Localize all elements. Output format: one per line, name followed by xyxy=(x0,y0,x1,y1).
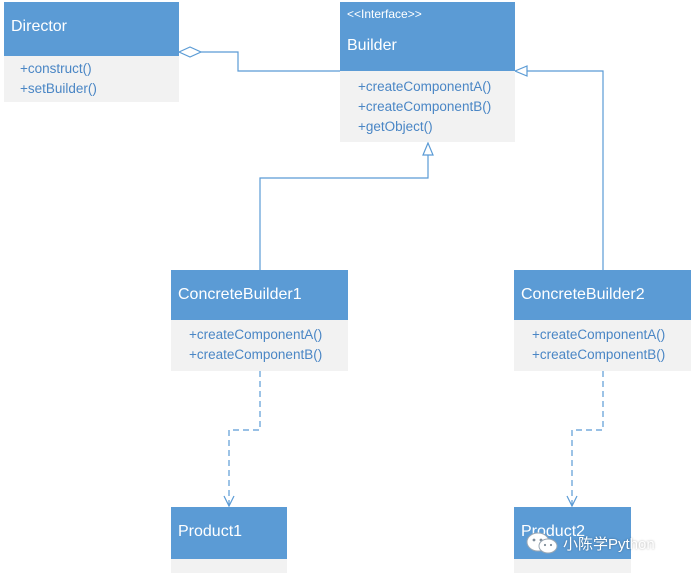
operation: +createComponentA() xyxy=(358,79,492,94)
class-builder[interactable]: <<Interface>> Builder +createComponentA(… xyxy=(340,2,515,142)
operation: +createComponentB() xyxy=(358,99,492,114)
class-operations xyxy=(514,559,631,573)
class-product1[interactable]: Product1 xyxy=(171,507,287,573)
class-name: Builder xyxy=(347,37,397,54)
watermark: 小陈学Python xyxy=(525,531,655,555)
class-header: Product1 xyxy=(171,507,287,559)
operation: +createComponentA() xyxy=(189,327,323,342)
watermark-text: 小陈学Python xyxy=(563,535,655,553)
class-director[interactable]: Director +construct() +setBuilder() xyxy=(4,2,179,102)
arrowhead-icon xyxy=(223,495,235,508)
dependency-concretebuilder1-product1 xyxy=(223,371,261,508)
aggregation-director-builder xyxy=(177,46,340,72)
class-name: Product1 xyxy=(178,523,243,540)
aggregation-diamond-icon xyxy=(177,46,203,58)
class-header: ConcreteBuilder2 xyxy=(514,270,691,320)
operation: +setBuilder() xyxy=(20,81,97,96)
operation: +construct() xyxy=(20,61,92,76)
class-name: Director xyxy=(11,18,68,35)
class-name: ConcreteBuilder1 xyxy=(178,286,302,303)
class-concretebuilder1[interactable]: ConcreteBuilder1 +createComponentA() +cr… xyxy=(171,270,348,371)
operation: +createComponentB() xyxy=(189,347,323,362)
class-header: Director xyxy=(4,2,179,56)
class-operations xyxy=(171,559,287,573)
wechat-icon xyxy=(525,531,559,555)
dependency-concretebuilder2-product2 xyxy=(566,371,604,508)
operation: +createComponentB() xyxy=(532,347,666,362)
class-header: <<Interface>> Builder xyxy=(340,2,515,71)
arrowhead-icon xyxy=(566,495,578,508)
realization-concretebuilder2-builder xyxy=(513,65,604,270)
inheritance-arrow-icon xyxy=(513,65,528,77)
stereotype-label: <<Interface>> xyxy=(347,7,422,21)
class-operations: +construct() +setBuilder() xyxy=(4,56,179,102)
class-operations: +createComponentA() +createComponentB() xyxy=(514,320,691,371)
class-operations: +createComponentA() +createComponentB() … xyxy=(340,71,515,142)
realization-concretebuilder1-builder xyxy=(259,141,434,270)
operation: +createComponentA() xyxy=(532,327,666,342)
class-operations: +createComponentA() +createComponentB() xyxy=(171,320,348,371)
inheritance-arrow-icon xyxy=(422,141,434,156)
class-name: ConcreteBuilder2 xyxy=(521,286,645,303)
operation: +getObject() xyxy=(358,119,433,134)
class-header: ConcreteBuilder1 xyxy=(171,270,348,320)
class-concretebuilder2[interactable]: ConcreteBuilder2 +createComponentA() +cr… xyxy=(514,270,691,371)
